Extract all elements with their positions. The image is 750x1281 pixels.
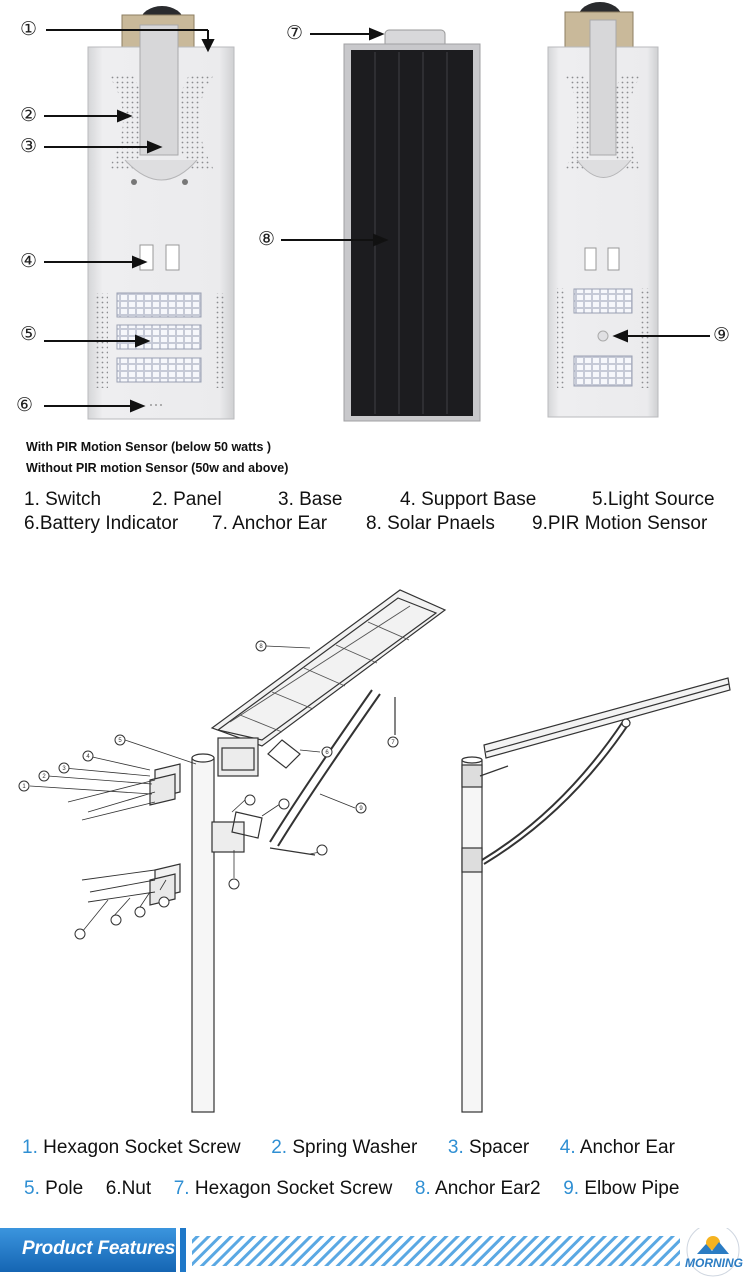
part-item: 2. Spring Washer <box>271 1137 418 1158</box>
diagram-label: 6 <box>325 750 329 756</box>
logo-text: MORNING <box>685 1256 743 1270</box>
banner-title: Product Features <box>22 1238 176 1259</box>
product-photos <box>44 2 710 422</box>
part-item: 9. Elbow Pipe <box>563 1178 680 1199</box>
callout-arrows <box>44 27 710 413</box>
callout-6: ⑥ <box>16 394 34 416</box>
diagram-label: 8 <box>259 644 263 650</box>
solar-panel-photo <box>343 29 481 422</box>
pir-note-with: With PIR Motion Sensor (below 50 watts ) <box>26 440 272 454</box>
part-item: 7. Hexagon Socket Screw <box>173 1178 393 1199</box>
legend-item: 2. Panel <box>152 489 222 510</box>
legend-item: 9.PIR Motion Sensor <box>532 513 708 534</box>
legend-item: 8. Solar Pnaels <box>366 513 495 534</box>
diagram-label: 7 <box>391 740 395 746</box>
product-features-banner <box>0 1228 740 1277</box>
callout-4: ④ <box>20 250 38 272</box>
legend-item: 7. Anchor Ear <box>212 513 328 534</box>
legend-item: 4. Support Base <box>400 489 537 510</box>
part-item: 6.Nut <box>105 1178 152 1199</box>
part-item: 4. Anchor Ear <box>559 1137 675 1158</box>
legend-item: 5.Light Source <box>592 489 715 510</box>
callout-1: ① <box>20 18 38 40</box>
light-pir-photo <box>547 2 659 418</box>
legend-item: 6.Battery Indicator <box>24 513 179 534</box>
diagram-label: 3 <box>62 766 66 772</box>
light-front-photo <box>87 6 235 420</box>
installation-diagram: 8 5 6 7 4 3 2 1 9 <box>18 589 731 1113</box>
part-item: 8. Anchor Ear2 <box>414 1178 541 1199</box>
legend-item: 1. Switch <box>24 489 102 510</box>
diagram-label: 4 <box>86 754 90 760</box>
diagram-label: 5 <box>118 738 122 744</box>
legend-item: 3. Base <box>278 489 343 510</box>
callout-7: ⑦ <box>286 22 304 44</box>
part-item: 1. Hexagon Socket Screw <box>22 1137 241 1158</box>
morning-logo <box>686 1228 740 1277</box>
part-item: 3. Spacer <box>447 1137 530 1158</box>
callout-8: ⑧ <box>258 228 276 250</box>
parts-row-2: 5. Pole 6.Nut 7. Hexagon Socket Screw 8.… <box>24 1178 679 1200</box>
parts-row-1: 1. Hexagon Socket Screw 2. Spring Washer… <box>22 1137 675 1159</box>
callout-5: ⑤ <box>20 323 38 345</box>
callout-3: ③ <box>20 135 38 157</box>
pir-note-without: Without PIR motion Sensor (50w and above… <box>26 461 289 475</box>
diagram-label: 9 <box>359 806 363 812</box>
diagram-label: 1 <box>22 784 26 790</box>
callout-2: ② <box>20 104 38 126</box>
callout-9: ⑨ <box>713 324 731 346</box>
diagram-label: 2 <box>42 774 46 780</box>
part-item: 5. Pole <box>24 1178 84 1199</box>
